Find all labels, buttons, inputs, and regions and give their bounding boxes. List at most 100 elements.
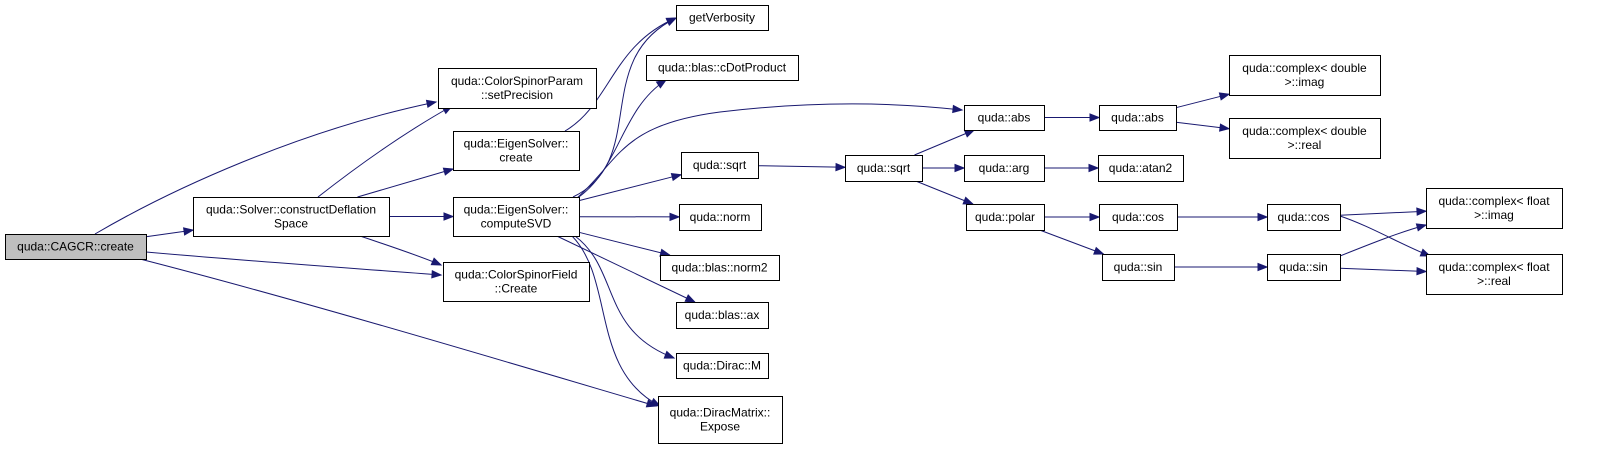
node-box <box>1229 55 1381 96</box>
node-sin2[interactable]: quda::sin <box>1267 254 1341 281</box>
node-dirac-m[interactable]: quda::Dirac::M <box>676 353 769 379</box>
edge-arrowhead <box>962 196 975 205</box>
node-box <box>845 155 923 182</box>
node-label: >::real <box>1477 274 1511 288</box>
node-label: quda::atan2 <box>1109 161 1173 175</box>
edge-arrowhead <box>665 17 678 26</box>
node-blas-ax[interactable]: quda::blas::ax <box>676 302 769 329</box>
edge-line <box>556 235 696 303</box>
edge-line <box>145 251 442 276</box>
node-box <box>1426 254 1563 295</box>
edge-line <box>94 101 437 235</box>
node-eigensolver-create[interactable]: quda::EigenSolver::create <box>453 131 580 171</box>
edge-line <box>1339 267 1427 272</box>
node-box <box>1102 254 1175 281</box>
node-blas-norm2[interactable]: quda::blas::norm2 <box>660 255 780 281</box>
edge-sqrt2-to-arg <box>922 163 966 173</box>
edge-cos2-to-cf_real <box>1339 215 1432 257</box>
node-cos1[interactable]: quda::cos <box>1099 204 1178 231</box>
node-csparam-setprec[interactable]: quda::ColorSpinorParam::setPrecision <box>438 68 597 109</box>
node-box <box>660 255 780 281</box>
node-cd-real[interactable]: quda::complex< double>::real <box>1229 118 1381 159</box>
node-csfield-create[interactable]: quda::ColorSpinorField::Create <box>443 262 590 302</box>
edge-line <box>571 235 661 407</box>
edge-arrowhead <box>649 397 662 407</box>
node-label: quda::complex< double <box>1242 61 1367 75</box>
node-label: quda::ColorSpinorParam <box>451 74 583 88</box>
edge-sin2-to-cf_real <box>1339 266 1428 276</box>
node-box <box>676 353 769 379</box>
node-label: quda::EigenSolver:: <box>464 203 569 217</box>
node-label: quda::blas::ax <box>685 308 760 322</box>
edge-arrowhead <box>954 163 966 173</box>
node-getverbosity[interactable]: getVerbosity <box>676 5 769 31</box>
edge-arrowhead <box>835 162 847 172</box>
edge-solver_construct-to-csfield_create <box>359 235 443 266</box>
node-label: quda::complex< float <box>1438 260 1550 274</box>
node-label: quda::complex< float <box>1438 194 1550 208</box>
node-label: >::imag <box>1474 208 1514 222</box>
edge-arrowhead <box>1218 92 1231 101</box>
edge-eigensolver_svd-to-diracmatrix_expose <box>571 235 662 407</box>
node-label: quda::cos <box>1277 210 1329 224</box>
edge-line <box>359 235 442 266</box>
node-atan2[interactable]: quda::atan2 <box>1098 155 1184 182</box>
edge-line <box>575 103 963 200</box>
node-sqrt2[interactable]: quda::sqrt <box>845 155 923 182</box>
edge-cagcr_create-to-csparam_setprec <box>94 99 438 235</box>
edge-arrowhead <box>442 167 455 176</box>
node-sin1[interactable]: quda::sin <box>1102 254 1175 281</box>
node-blas-cdot[interactable]: quda::blas::cDotProduct <box>646 55 799 81</box>
edge-arrowhead <box>1257 262 1269 272</box>
node-diracmatrix-expose[interactable]: quda::DiracMatrix::Expose <box>658 396 783 444</box>
edge-line <box>1039 229 1104 255</box>
node-label: quda::sqrt <box>693 158 747 172</box>
edge-solver_construct-to-eigensolver_svd <box>389 212 455 221</box>
node-eigensolver-svd[interactable]: quda::EigenSolver::computeSVD <box>453 197 580 237</box>
node-cagcr-create[interactable]: quda::CAGCR::create <box>5 234 147 260</box>
edge-arrowhead <box>655 79 668 89</box>
node-cf-real[interactable]: quda::complex< float>::real <box>1426 254 1563 295</box>
node-box <box>443 262 590 302</box>
edge-cos1-to-cos2 <box>1177 212 1269 222</box>
edge-polar-to-cos1 <box>1044 212 1101 222</box>
node-cos2[interactable]: quda::cos <box>1267 204 1341 231</box>
edge-eigensolver_svd-to-blas_ax <box>556 235 697 303</box>
edge-line <box>914 129 975 156</box>
node-label: quda::blas::norm2 <box>671 261 767 275</box>
edge-sqrt2-to-abs1 <box>914 129 976 156</box>
node-cd-imag[interactable]: quda::complex< double>::imag <box>1229 55 1381 96</box>
node-label: quda::Solver::constructDeflation <box>206 203 376 217</box>
edge-arrowhead <box>963 129 976 138</box>
node-abs2[interactable]: quda::abs <box>1099 105 1177 131</box>
node-label: quda::abs <box>1111 111 1164 125</box>
edge-line <box>1339 224 1427 257</box>
node-box <box>1098 155 1184 182</box>
node-cf-imag[interactable]: quda::complex< float>::imag <box>1426 188 1563 229</box>
edge-line <box>757 165 846 168</box>
node-polar[interactable]: quda::polar <box>966 204 1045 231</box>
edge-arrowhead <box>1257 212 1269 222</box>
edge-arrowhead <box>431 270 443 279</box>
node-box <box>676 302 769 329</box>
node-label: quda::norm <box>690 210 751 224</box>
node-abs1[interactable]: quda::abs <box>964 105 1045 131</box>
node-label: quda::abs <box>978 111 1031 125</box>
node-sqrt1[interactable]: quda::sqrt <box>681 152 759 179</box>
node-arg[interactable]: quda::arg <box>964 155 1045 182</box>
edge-arg-to-atan2 <box>1044 163 1100 173</box>
node-norm[interactable]: quda::norm <box>679 204 762 231</box>
edge-polar-to-sin1 <box>1039 229 1105 255</box>
edge-cagcr_create-to-solver_construct <box>145 227 195 238</box>
edge-cos2-to-cf_imag <box>1339 207 1428 216</box>
node-label: ::setPrecision <box>481 88 553 102</box>
node-box <box>1267 254 1341 281</box>
node-label: quda::CAGCR::create <box>17 240 134 254</box>
edge-line <box>1339 215 1431 257</box>
node-box <box>1099 105 1177 131</box>
edge-arrowhead <box>670 173 683 182</box>
node-box <box>1229 118 1381 159</box>
node-label: quda::DiracMatrix:: <box>670 406 771 420</box>
edge-line <box>578 231 670 256</box>
